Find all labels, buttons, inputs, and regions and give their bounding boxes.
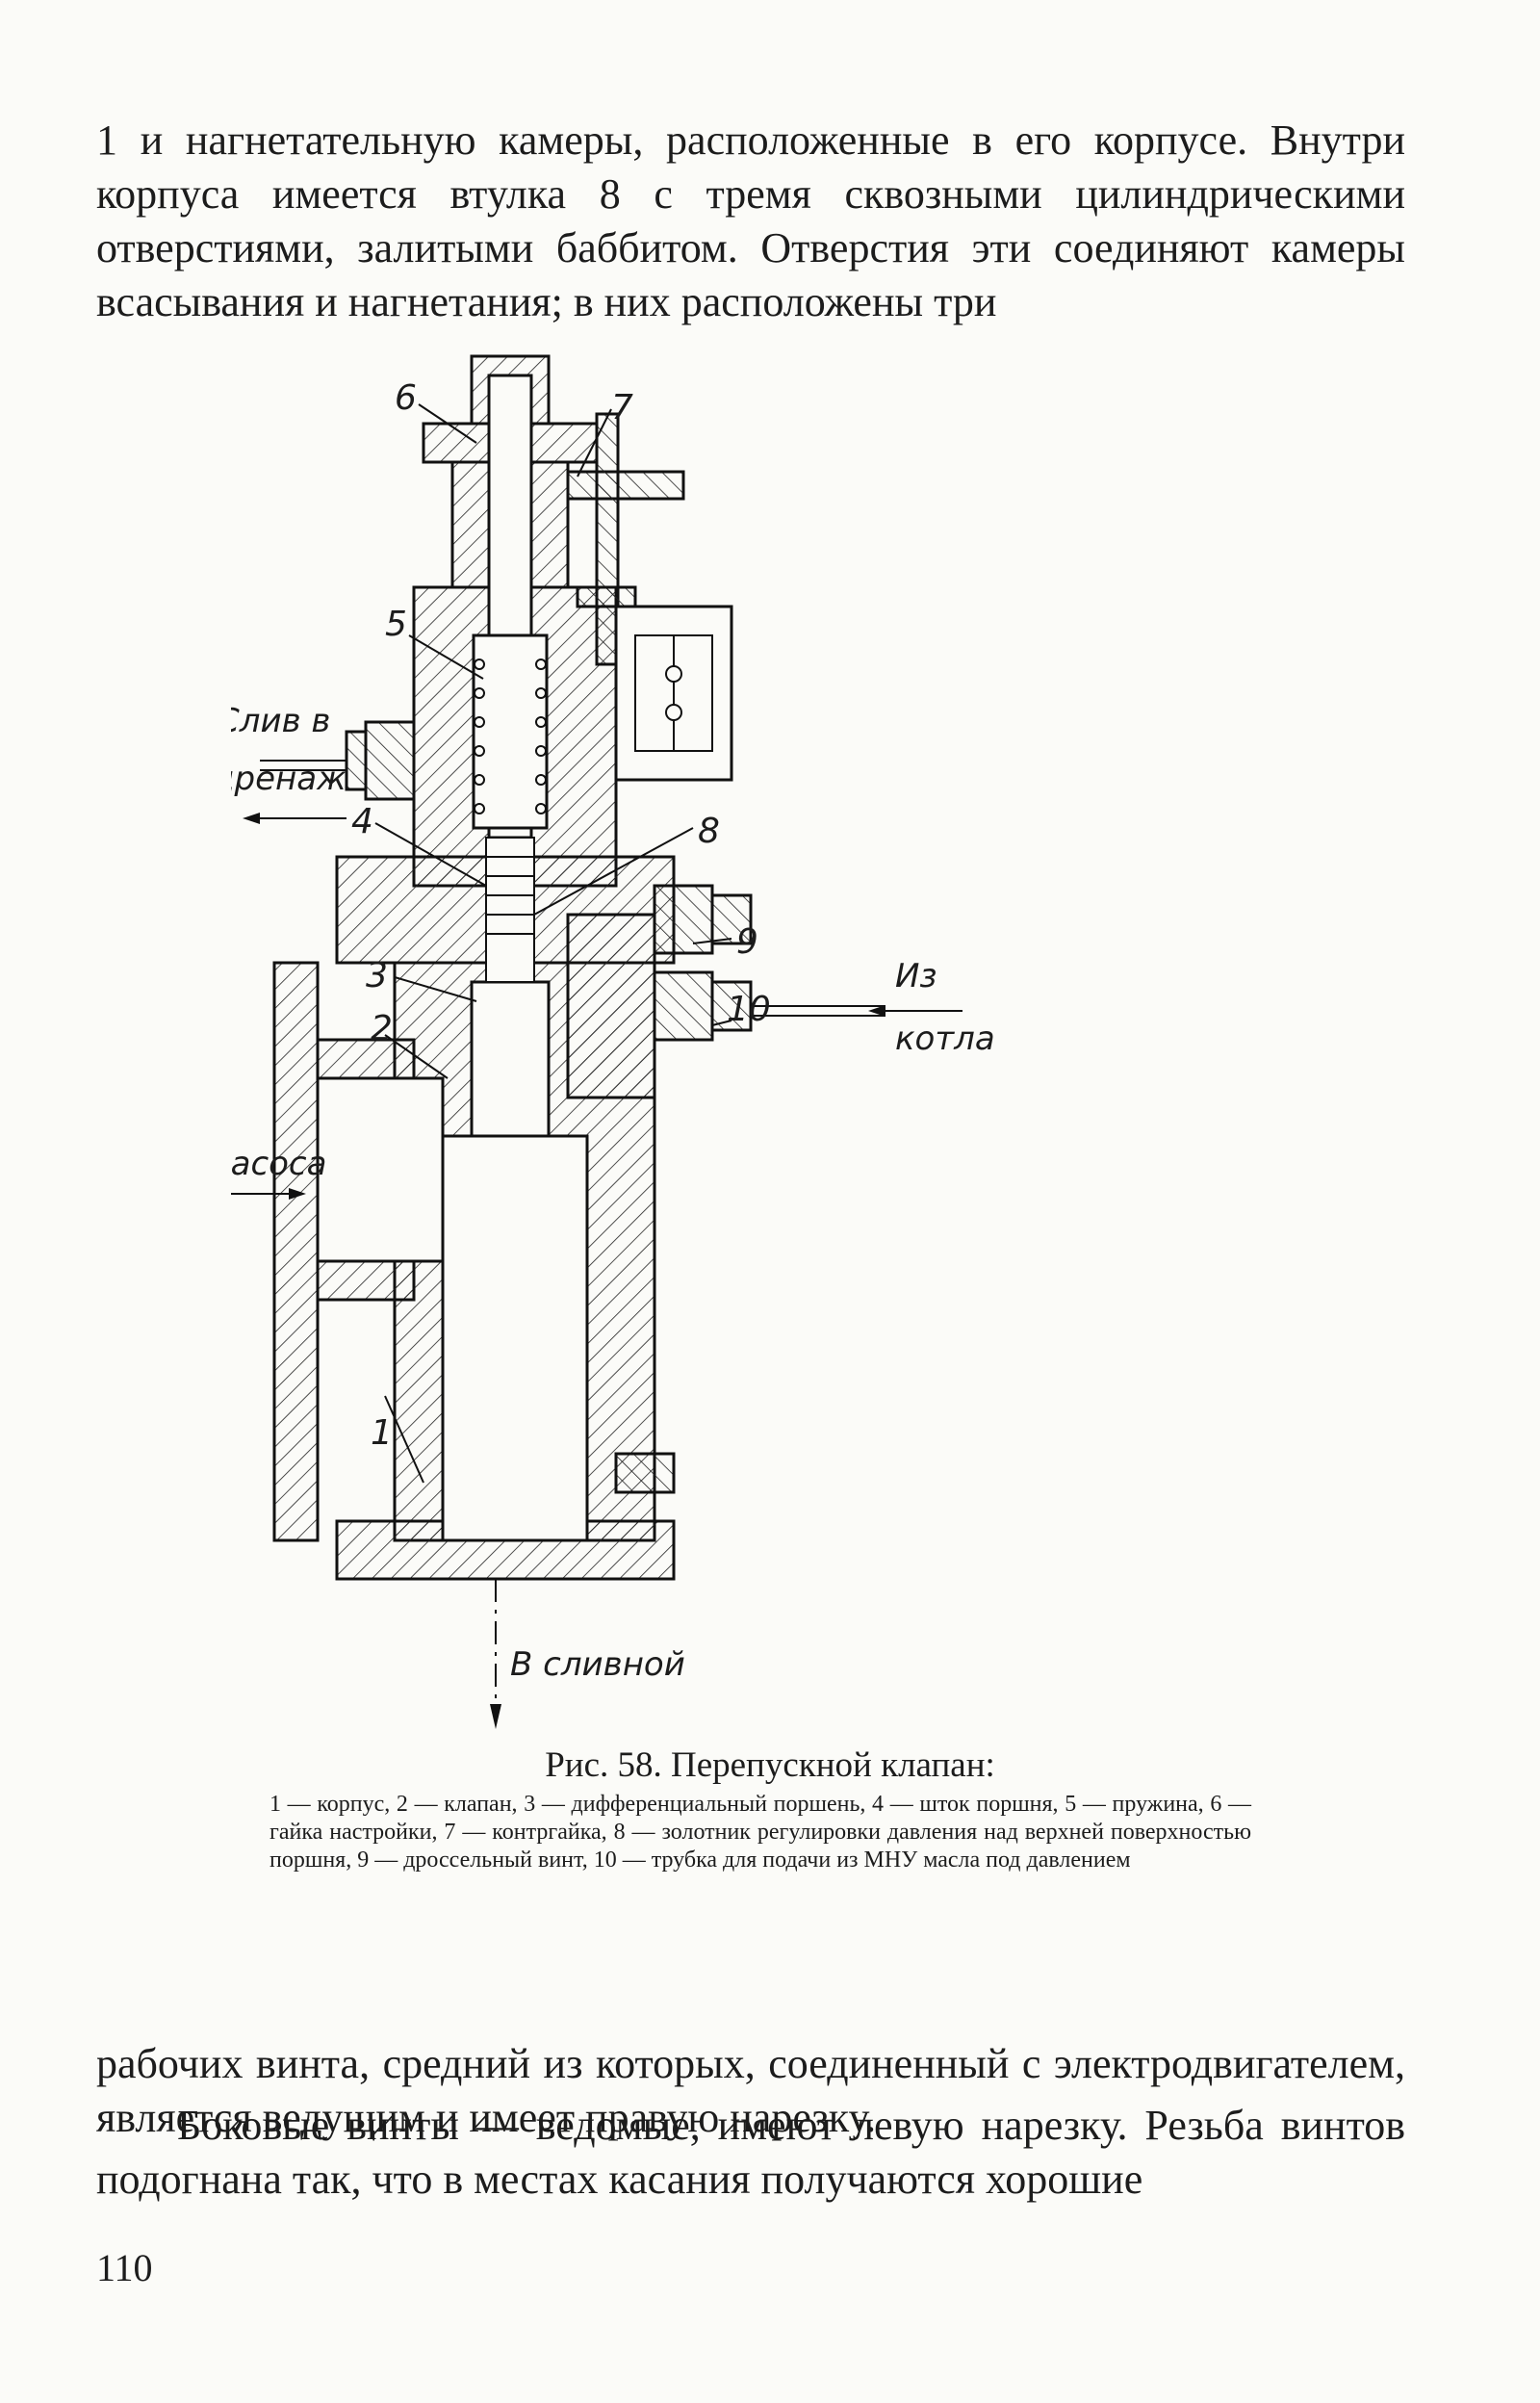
paragraph-top: 1 и нагнетательную камеры, расположенные… [96, 116, 1405, 325]
label-6: 6 [395, 378, 417, 418]
label-to-drain: В сливной [510, 1645, 685, 1684]
label-from-pump: От насоса [231, 1145, 326, 1183]
figure-caption-legend: 1 — корпус, 2 — клапан, 3 — дифференциал… [270, 1792, 1251, 1873]
label-4: 4 [351, 802, 373, 841]
paragraph-bottom-2: Боковые винты — ведомые, имеют левую нар… [96, 2102, 1405, 2203]
label-drain-2: дренаж [231, 760, 346, 798]
valve-diagram: 6 7 5 4 8 9 10 3 2 1 Слив в дренаж От на… [231, 354, 995, 1729]
label-3: 3 [366, 956, 388, 995]
page-number: 110 [96, 2246, 153, 2289]
label-8: 8 [698, 812, 720, 851]
label-from-boiler-2: котла [895, 1020, 995, 1058]
label-from-boiler-1: Из [895, 957, 937, 995]
label-9: 9 [736, 922, 758, 962]
label-7: 7 [611, 388, 633, 427]
label-5: 5 [385, 605, 407, 644]
label-1: 1 [371, 1413, 393, 1453]
label-2: 2 [371, 1009, 393, 1048]
inlet-pipe-bottom [316, 1259, 416, 1302]
label-10: 10 [727, 990, 771, 1029]
label-drain-1: Слив в [231, 702, 330, 740]
right-block [566, 913, 656, 1099]
inlet-flange [272, 961, 320, 1542]
figure-caption-title: Рис. 58. Перепускной клапан: [545, 1745, 995, 1785]
paragraph-bottom-1: рабочих винта, средний из которых, соеди… [96, 2040, 1405, 2141]
